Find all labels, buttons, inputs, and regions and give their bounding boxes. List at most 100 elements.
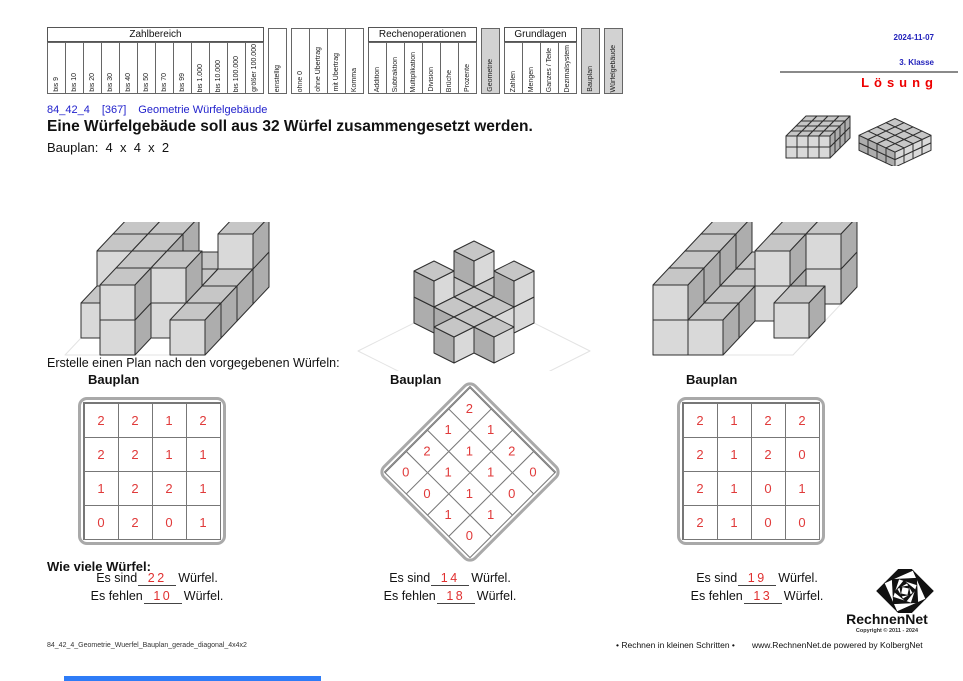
cube-building-3-image (652, 222, 858, 356)
worksheet-ref: [367] (101, 104, 127, 116)
cube-face (473, 316, 515, 338)
topic-column-label: Prozente (464, 63, 471, 92)
topic-column-gr-er-100-000: größer 100.000 (245, 42, 264, 94)
topic-column-bis-70: bis 70 (155, 42, 174, 94)
plan-cell-r3c2: 0 (151, 504, 187, 540)
cube-face (99, 284, 136, 321)
topic-group-title: Zahlbereich (47, 27, 264, 42)
plan-cell-r3c1: 2 (117, 504, 153, 540)
date-label: 2024-11-07 (893, 33, 934, 42)
topic-column-br-che: Brüche (440, 42, 459, 94)
plan-cell-value: 1 (466, 485, 474, 501)
topic-columns: Würfelgebäude (604, 28, 623, 94)
plan-cell-r1c3: 0 (784, 436, 820, 472)
cube-face (885, 143, 905, 153)
question-heading: Wie viele Würfel: (47, 559, 151, 574)
cube-face (453, 240, 495, 262)
plan-cell-value: 1 (445, 506, 453, 522)
plan-cell-value: 1 (165, 446, 173, 462)
topic-column-label: Zahlen (510, 70, 517, 92)
topic-columns: Bauplan (581, 28, 600, 94)
topic-column-w-rfelgeb-ude: Würfelgebäude (604, 28, 623, 94)
solution-label: Lösung (861, 75, 938, 90)
filename-text: 84_42_4_Geometrie_Wuerfel_Bauplan_gerade… (47, 642, 247, 649)
cube-face (169, 319, 206, 356)
topic-group-title: Rechenoperationen (368, 27, 477, 42)
topic-column-label: mit Übertrag (333, 53, 340, 92)
topic-column-label: Bauplan (587, 66, 594, 92)
cube-face (807, 135, 820, 148)
plan-cell-r0c2: 1 (151, 402, 187, 438)
plan-cell-value: 2 (131, 412, 139, 428)
topic-column-label: Addition (374, 66, 381, 92)
answer-label: Es fehlen (90, 588, 143, 603)
topic-column-label: einstellig (274, 64, 281, 92)
topic-column-bis-99: bis 99 (173, 42, 192, 94)
topic-column-label: bis 50 (143, 73, 150, 92)
plan-cell-value: 0 (798, 514, 806, 530)
topic-column-label: bis 70 (161, 73, 168, 92)
cube-building-2-image (357, 240, 591, 371)
cube-face (413, 260, 455, 282)
topic-column-bis-30: bis 30 (101, 42, 120, 94)
plan-cell-value: 2 (165, 480, 173, 496)
plan-cell-r1c3: 1 (185, 436, 221, 472)
answer-label: Es sind (96, 571, 138, 585)
plan-cell-value: 2 (199, 412, 207, 428)
plan-cell-r3c1: 1 (716, 504, 752, 540)
cube-face (805, 233, 842, 270)
topic-column-bis-1-000: bis 1.000 (191, 42, 210, 94)
logo-square (900, 586, 910, 596)
plan-cell-value: 2 (131, 514, 139, 530)
topic-column-label: Komma (351, 67, 358, 92)
topic-column-bis-50: bis 50 (137, 42, 156, 94)
answer-label: Es sind (696, 571, 738, 585)
topic-column-label: bis 10 (71, 73, 78, 92)
plan-cell-r2c3: 1 (784, 470, 820, 506)
plan-cell-value: 0 (97, 514, 105, 530)
topic-column-bis-9: bis 9 (47, 42, 66, 94)
plan-cell-r2c3: 1 (185, 470, 221, 506)
grade-label: 3. Klasse (899, 58, 934, 67)
topic-column-einstellig: einstellig (268, 28, 287, 94)
plan-cell-value: 1 (487, 422, 495, 438)
meta-divider (780, 71, 958, 73)
answer-label: Es fehlen (383, 588, 436, 603)
instruction-text: Erstelle einen Plan nach den vorgegebene… (47, 356, 340, 370)
cube-face (818, 146, 831, 159)
plan-cell-r1c0: 2 (83, 436, 119, 472)
plan-cell-value: 0 (423, 485, 432, 501)
topic-column-label: ohne Übertrag (315, 47, 322, 92)
topic-column-subtraktion: Subtraktion (386, 42, 405, 94)
topic-column-label: Brüche (446, 69, 453, 92)
meta-block: 2024-11-07 3. Klasse Lösung (780, 33, 958, 90)
answer-value: 22 (138, 571, 177, 586)
topic-column-bauplan: Bauplan (581, 28, 600, 94)
answer-unit: Würfel. (783, 588, 824, 603)
answer-label: Es sind (389, 571, 431, 585)
plan-cell-r3c0: 2 (682, 504, 718, 540)
plan-cell-r2c2: 0 (750, 470, 786, 506)
topic-column-label: Dezimalsystem (564, 44, 571, 92)
cube-face (652, 319, 689, 356)
plan-cell-value: 2 (97, 446, 105, 462)
plan-cell-value: 1 (798, 480, 806, 496)
plan-cell-r2c0: 1 (83, 470, 119, 506)
full-block-straight-image (785, 115, 851, 159)
worksheet-topic: Geometrie Würfelgebäude (138, 104, 268, 116)
cube-face (357, 292, 591, 371)
plan-cell-value: 2 (131, 480, 139, 496)
topic-column-bis-20: bis 20 (83, 42, 102, 94)
topic-column-label: Multiplikation (410, 51, 417, 92)
plan-cell-value: 2 (696, 412, 704, 428)
topic-group: Würfelgebäude (604, 28, 623, 94)
plan-cell-r2c0: 2 (682, 470, 718, 506)
logo-copyright: Copyright © 2011 - 2024 (855, 628, 919, 634)
